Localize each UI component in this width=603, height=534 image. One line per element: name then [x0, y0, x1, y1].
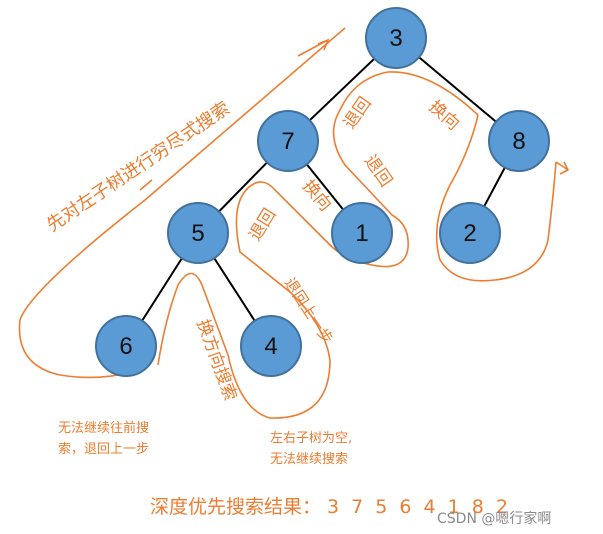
annotation-cannot-continue-1: 无法继续往前搜: [58, 420, 149, 436]
tree-node-3: 3: [365, 7, 427, 69]
annotation-switch-direction: 换方向搜索: [192, 317, 240, 404]
tree-node-4: 4: [240, 315, 302, 377]
tree-node-1: 1: [331, 202, 393, 264]
result-label-text: 深度优先搜索结果：: [150, 496, 321, 518]
node-circle-4: [240, 315, 302, 377]
tree-node-8: 8: [488, 110, 550, 172]
tree-node-6: 6: [95, 315, 157, 377]
traversal-around-1: [332, 71, 479, 268]
traversal-arrow-top: [297, 38, 330, 57]
node-label-7: 7: [281, 128, 294, 155]
node-circle-2: [439, 202, 501, 264]
traversal-around-4: [227, 181, 373, 419]
node-circle-7: [257, 110, 319, 172]
node-circle-6: [95, 315, 157, 377]
traversal-arrow-end: [555, 161, 570, 175]
traversal-path: [18, 27, 570, 419]
tree-node-7: 7: [257, 110, 319, 172]
traversal-around-2: [435, 114, 557, 282]
node-label-2: 2: [463, 220, 476, 247]
annotation-back-2: 退回: [360, 151, 396, 190]
annotation-switch-1: 换向: [425, 97, 464, 135]
node-label-5: 5: [191, 220, 204, 247]
traversal-bump-6-4: [157, 272, 229, 366]
node-circle-1: [331, 202, 393, 264]
annotation-switch-2: 换向: [298, 176, 335, 215]
traversal-arrow-mid: [139, 179, 153, 191]
node-circle-3: [365, 7, 427, 69]
annotation-empty-children-2: 无法继续搜索: [270, 452, 348, 467]
annotation-back-3: 退回: [245, 205, 280, 244]
annotation-cannot-continue-2: 索，退回上一步: [58, 442, 149, 457]
tree-nodes: 3 7 8 5 1 2 6 4: [95, 7, 550, 377]
node-label-3: 3: [389, 25, 402, 52]
traversal-left-descent: [18, 27, 346, 379]
node-label-1: 1: [355, 220, 368, 247]
tree-node-2: 2: [439, 202, 501, 264]
annotation-empty-children-1: 左右子树为空,: [270, 431, 352, 446]
csdn-watermark: CSDN @嗯行家啊: [437, 510, 551, 527]
node-label-8: 8: [512, 128, 525, 155]
result-label: 深度优先搜索结果： 3 7 5 6 4 1 8 2: [150, 496, 511, 518]
node-label-4: 4: [264, 333, 277, 360]
node-label-6: 6: [119, 333, 132, 360]
tree-node-5: 5: [167, 202, 229, 264]
result-sequence: 3 7 5 6 4 1 8 2: [327, 496, 511, 518]
node-circle-8: [488, 110, 550, 172]
node-circle-5: [167, 202, 229, 264]
